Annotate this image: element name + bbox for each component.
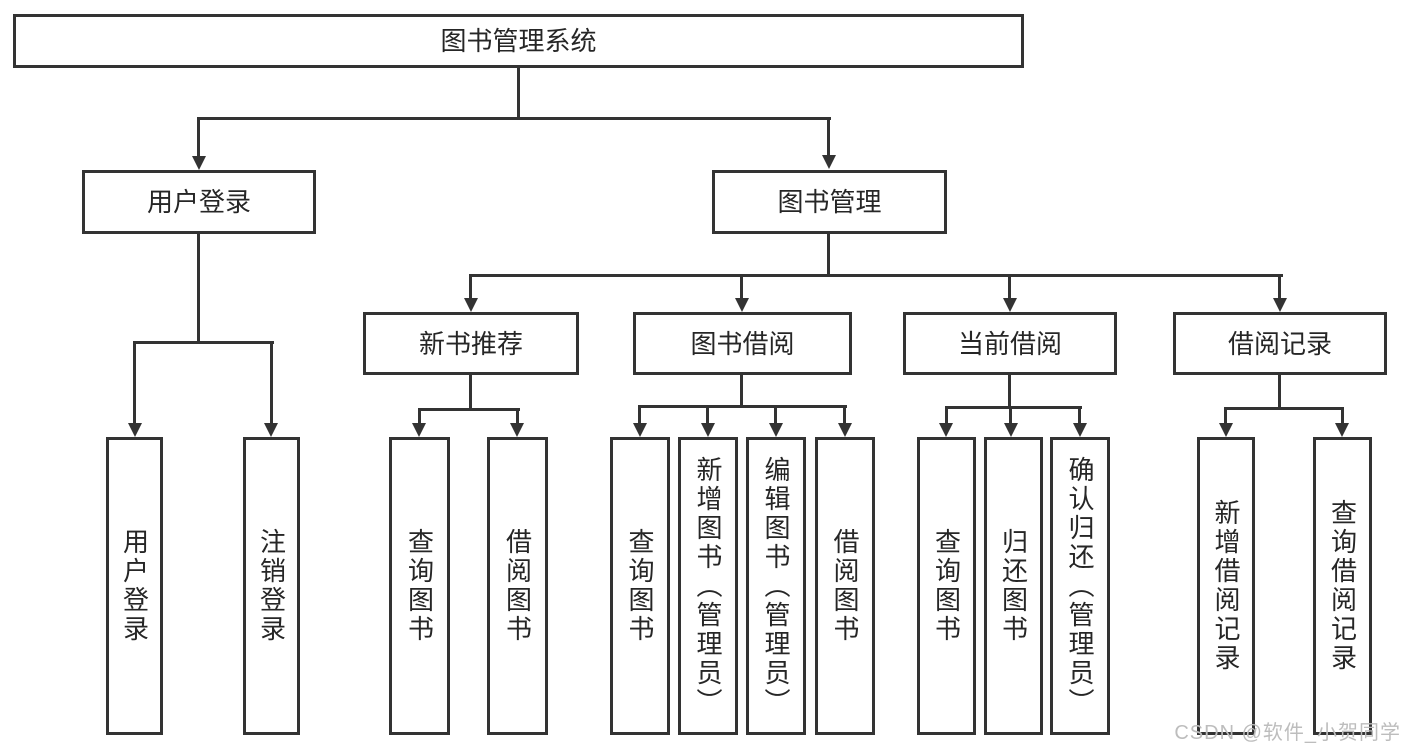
connector-to-user-login	[197, 117, 200, 156]
watermark-csdn: CSDN @软件_小贺同学	[1174, 722, 1401, 744]
leaf-label: 用户登录	[119, 528, 150, 644]
connector-to-leaf	[1009, 406, 1012, 423]
connector-new-book-rec-stem	[469, 374, 472, 411]
arrow-down-icon	[939, 423, 953, 437]
connector-to-leaf	[638, 405, 641, 423]
arrow-down-icon	[128, 423, 142, 437]
node-current-borrowing: 当前借阅	[903, 312, 1117, 375]
arrow-down-icon	[412, 423, 426, 437]
arrow-down-icon	[264, 423, 278, 437]
connector-book-borrow-rail	[638, 405, 847, 408]
leaf-label: 确认归还（管理员）	[1065, 455, 1095, 717]
connector-to-leaf	[1224, 407, 1227, 423]
leaf-edit-book-admin: 编辑图书（管理员）	[746, 437, 806, 735]
leaf-label: 新增图书（管理员）	[693, 455, 723, 717]
node-library-system: 图书管理系统	[13, 14, 1024, 68]
arrow-down-icon	[838, 423, 852, 437]
node-book-borrowing: 图书借阅	[633, 312, 852, 375]
connector-to-leaf	[1341, 407, 1344, 423]
connector-current-borrow-stem	[1008, 375, 1011, 409]
leaf-confirm-return-admin: 确认归还（管理员）	[1050, 437, 1110, 735]
connector-to-leaf	[418, 408, 421, 423]
arrow-down-icon	[1073, 423, 1087, 437]
connector-current-borrow-rail	[945, 406, 1082, 409]
leaf-label: 归还图书	[998, 528, 1029, 644]
leaf-return-book: 归还图书	[984, 437, 1043, 735]
node-user-login: 用户登录	[82, 170, 316, 234]
connector-to-leaf-logout	[270, 341, 273, 423]
leaf-query-books-recommend: 查询图书	[389, 437, 450, 735]
arrow-down-icon	[1273, 298, 1287, 312]
connector-to-book-mgmt	[827, 117, 830, 156]
leaf-add-book-admin: 新增图书（管理员）	[678, 437, 738, 735]
connector-to-leaf	[843, 405, 846, 423]
leaf-label: 借阅图书	[502, 528, 533, 644]
leaf-label: 查询图书	[931, 528, 962, 644]
connector-borrow-records-rail	[1224, 407, 1344, 410]
node-book-management: 图书管理	[712, 170, 947, 234]
arrow-down-icon	[1219, 423, 1233, 437]
connector-book-borrow-stem	[740, 375, 743, 408]
arrow-down-icon	[1004, 423, 1018, 437]
arrow-down-icon	[1335, 423, 1349, 437]
connector-book-mgmt-stem	[827, 234, 830, 277]
connector-to-leaf	[945, 406, 948, 423]
leaf-borrow-books-borrowing: 借阅图书	[815, 437, 875, 735]
leaf-label: 查询图书	[404, 528, 435, 644]
node-borrowing-records: 借阅记录	[1173, 312, 1387, 375]
leaf-label: 借阅图书	[830, 528, 860, 644]
leaf-query-books-borrowing: 查询图书	[610, 437, 670, 735]
leaf-borrow-books-recommend: 借阅图书	[487, 437, 548, 735]
leaf-label: 新增借阅记录	[1211, 499, 1241, 673]
connector-to-book-borrow	[740, 274, 743, 299]
connector-to-leaf	[774, 405, 777, 423]
connector-user-login-rail	[133, 341, 274, 344]
connector-to-leaf	[1078, 406, 1081, 423]
connector-borrow-records-stem	[1278, 375, 1281, 410]
leaf-label: 注销登录	[256, 528, 287, 644]
leaf-label: 查询图书	[625, 528, 655, 644]
connector-to-leaf	[516, 408, 519, 423]
arrow-down-icon	[464, 298, 478, 312]
node-new-book-recommend: 新书推荐	[363, 312, 579, 375]
arrow-down-icon	[822, 155, 836, 169]
connector-to-new-book-rec	[469, 274, 472, 299]
connector-to-leaf-user-login	[133, 341, 136, 423]
connector-book-mgmt-rail	[470, 274, 1283, 277]
connector-to-current-borrow	[1008, 274, 1011, 299]
leaf-query-books-current: 查询图书	[917, 437, 976, 735]
leaf-query-borrow-record: 查询借阅记录	[1313, 437, 1372, 735]
connector-user-login-stem	[197, 234, 200, 344]
connector-new-book-rec-rail	[418, 408, 520, 411]
connector-to-borrow-records	[1278, 274, 1281, 299]
arrow-down-icon	[192, 156, 206, 170]
connector-to-leaf	[706, 405, 709, 423]
leaf-label: 查询借阅记录	[1327, 499, 1358, 673]
connector-root-rail	[197, 117, 831, 120]
arrow-down-icon	[769, 423, 783, 437]
leaf-logout: 注销登录	[243, 437, 300, 735]
arrow-down-icon	[1003, 298, 1017, 312]
leaf-user-login: 用户登录	[106, 437, 163, 735]
leaf-label: 编辑图书（管理员）	[761, 455, 791, 717]
arrow-down-icon	[633, 423, 647, 437]
connector-root-stem	[517, 68, 520, 117]
arrow-down-icon	[701, 423, 715, 437]
arrow-down-icon	[510, 423, 524, 437]
leaf-add-borrow-record: 新增借阅记录	[1197, 437, 1255, 735]
arrow-down-icon	[735, 298, 749, 312]
